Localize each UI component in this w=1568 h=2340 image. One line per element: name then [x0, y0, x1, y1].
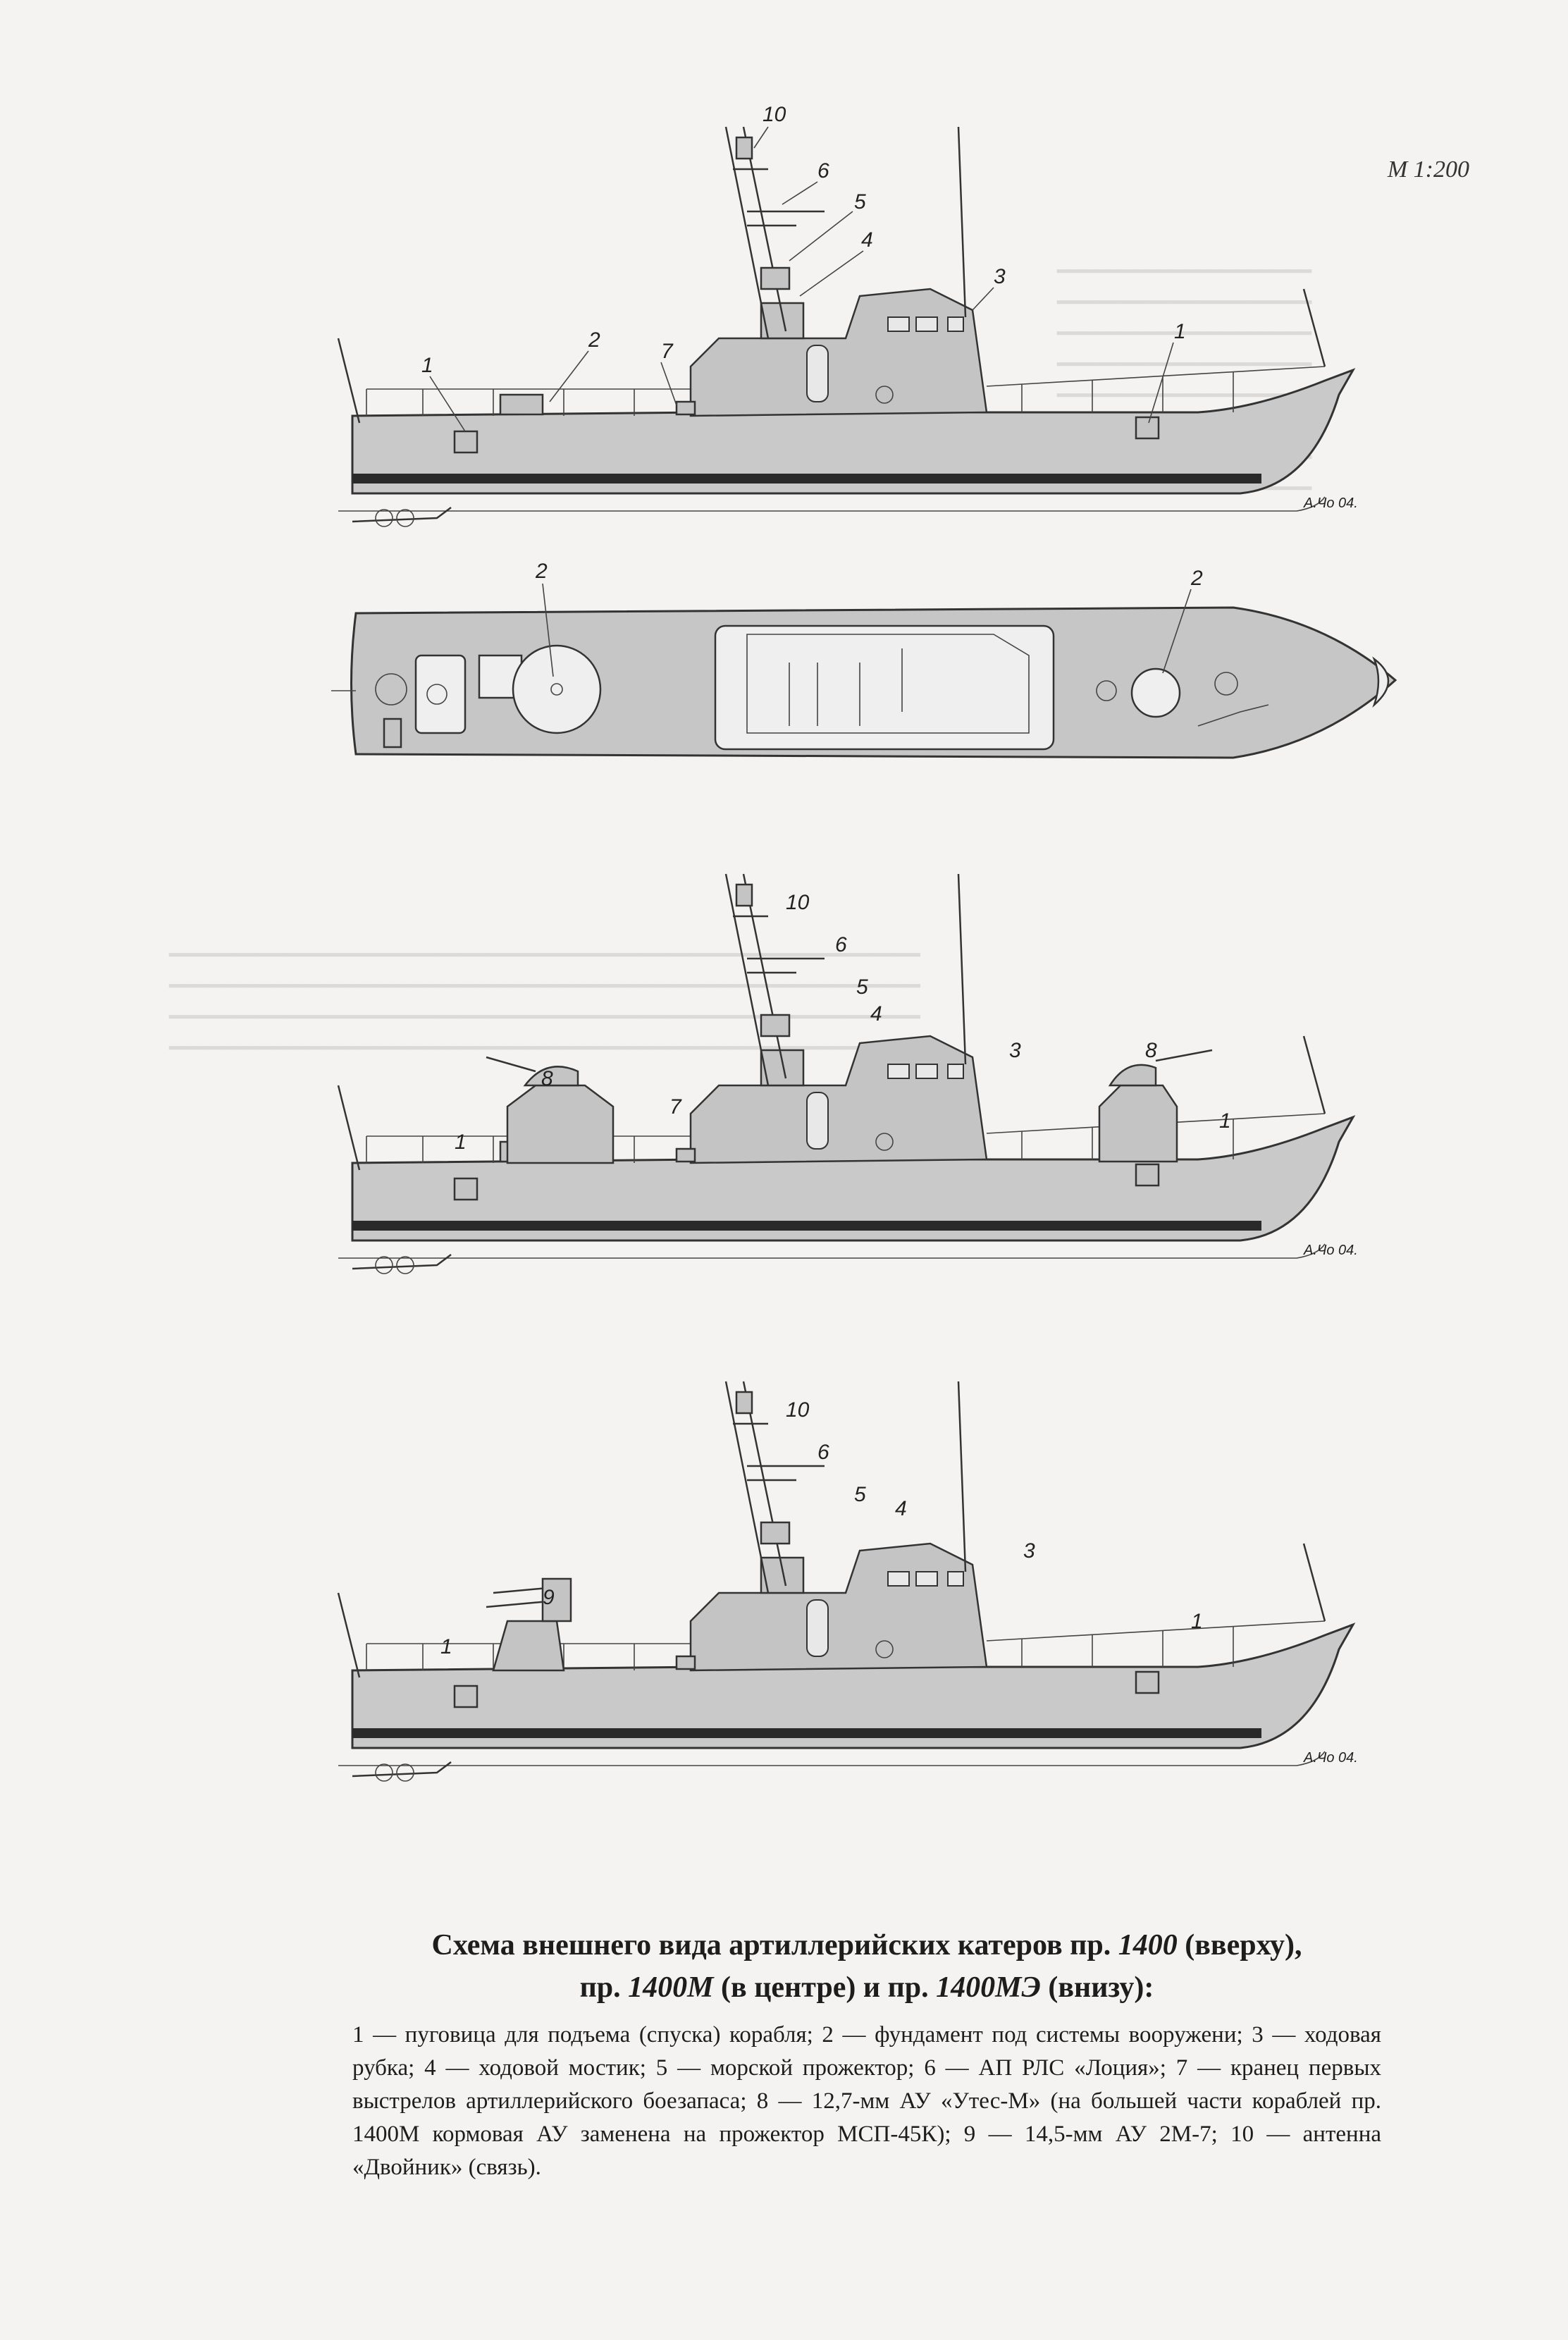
figure-caption: Схема внешнего вида артиллерийских катер…	[352, 1924, 1381, 2184]
svg-text:А.Чо 04.: А.Чо 04.	[1303, 495, 1358, 511]
callout-1: 1	[440, 1635, 452, 1658]
callout-6: 6	[817, 1441, 829, 1464]
bleed-through-mid: ━━━━━━━━━━━━━━━━━━━━━━━━━━━━━━━━━━━━━━━━…	[169, 944, 920, 1060]
ship-1400M-side-view: 10 6 5 4 3 8 8 7 1 1 А.Чо 04.	[337, 873, 1358, 1275]
callout-10: 10	[786, 1398, 810, 1422]
callout-5: 5	[856, 975, 868, 999]
caption-legend: 1 — пуговица для подъема (спуска) корабл…	[352, 2022, 1381, 2180]
callout-10: 10	[786, 891, 810, 914]
callout-2: 2	[588, 328, 600, 352]
callout-1: 1	[1191, 1610, 1203, 1633]
ship-1400ME-side-view: 10 6 5 4 3 9 1 1 А.Чо 04.	[337, 1380, 1358, 1782]
callout-2: 2	[1190, 567, 1203, 590]
callout-4: 4	[861, 228, 873, 252]
callout-3: 3	[1009, 1039, 1021, 1062]
svg-text:А.Чо 04.: А.Чо 04.	[1303, 1750, 1358, 1766]
callout-7: 7	[669, 1095, 682, 1119]
callout-5: 5	[854, 190, 866, 214]
callout-1: 1	[1174, 320, 1186, 343]
callout-3: 3	[1023, 1539, 1035, 1563]
callout-1: 1	[1219, 1109, 1231, 1133]
callout-10: 10	[763, 103, 786, 126]
callout-3: 3	[994, 265, 1006, 288]
callout-5: 5	[854, 1483, 866, 1506]
svg-text:А.Чо 04.: А.Чо 04.	[1303, 1243, 1358, 1258]
caption-title: Схема внешнего вида артиллерийских катер…	[431, 1929, 1302, 2004]
callout-6: 6	[817, 159, 829, 183]
callout-8: 8	[541, 1067, 553, 1090]
callout-4: 4	[870, 1002, 882, 1026]
ship-1400-side-view: 10 6 5 4 3 1 2 7 1 А.Чо 04.	[337, 103, 1358, 528]
callout-2: 2	[535, 560, 548, 583]
callout-9: 9	[543, 1586, 555, 1609]
ship-drawings: .hull { fill: #c9c9c9; stroke: #333; str…	[331, 103, 1397, 1782]
callout-1: 1	[421, 354, 433, 377]
callout-6: 6	[835, 933, 847, 956]
scale-label: М 1:200	[1387, 156, 1469, 183]
callout-4: 4	[895, 1497, 907, 1520]
callout-7: 7	[661, 340, 674, 363]
callout-8: 8	[1145, 1039, 1157, 1062]
ship-1400-plan-view: 2 2	[331, 560, 1397, 759]
callout-1: 1	[455, 1131, 467, 1154]
